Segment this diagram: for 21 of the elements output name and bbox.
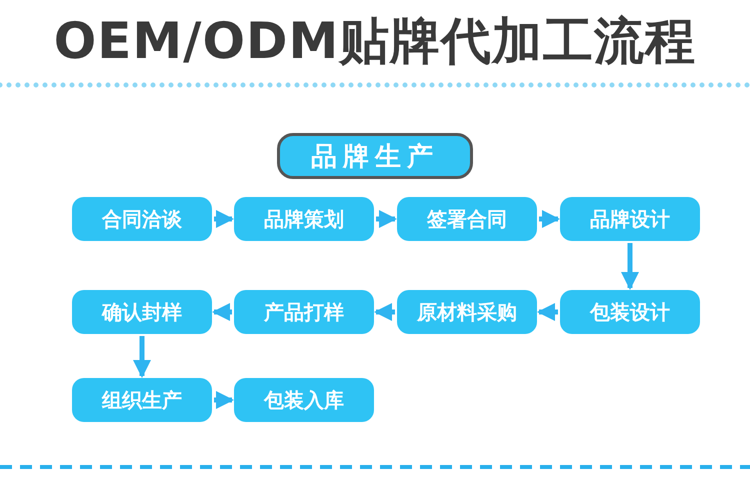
arrow	[214, 391, 234, 409]
arrow	[376, 210, 397, 228]
arrow	[621, 243, 639, 290]
arrow	[214, 210, 234, 228]
arrow	[539, 210, 560, 228]
process-box: 产品打样	[234, 290, 374, 334]
heading-box: 品牌生产	[277, 133, 473, 179]
arrow	[374, 303, 395, 321]
process-box: 包装设计	[560, 290, 700, 334]
process-box: 组织生产	[72, 378, 212, 422]
arrow	[212, 303, 232, 321]
process-box: 品牌设计	[560, 197, 700, 241]
title: OEM/ODM贴牌代加工流程	[52, 11, 698, 72]
arrow	[537, 303, 558, 321]
process-box: 包装入库	[234, 378, 374, 422]
process-box: 原材料采购	[397, 290, 537, 334]
arrow	[133, 336, 151, 378]
process-box: 品牌策划	[234, 197, 374, 241]
process-box: 确认封样	[72, 290, 212, 334]
process-box: 合同洽谈	[72, 197, 212, 241]
process-box: 签署合同	[397, 197, 537, 241]
